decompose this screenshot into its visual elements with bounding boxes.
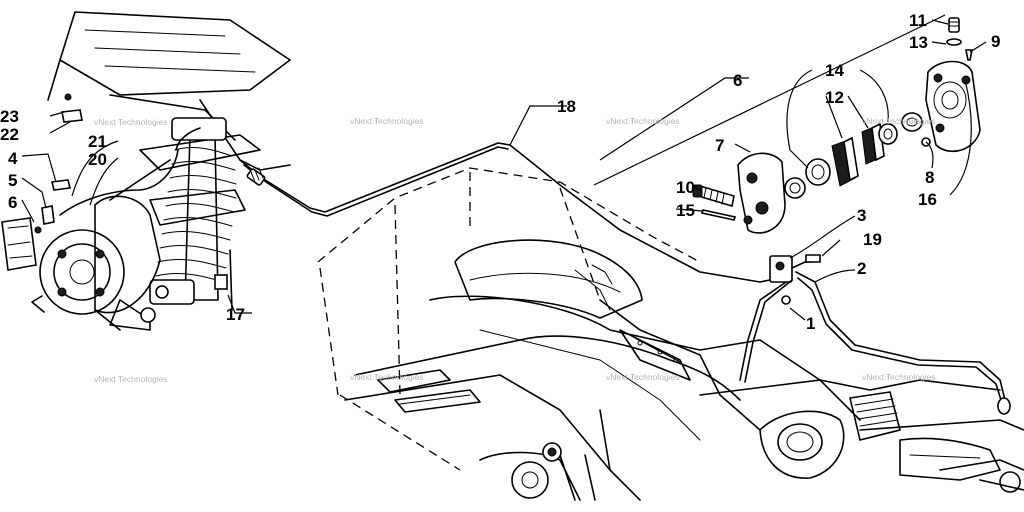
callout-13: 13 xyxy=(909,33,928,52)
callout-22: 22 xyxy=(0,125,19,144)
callout-17: 17 xyxy=(226,305,245,324)
callout-labels: 1 2 3 4 5 6 6 7 8 9 10 11 12 13 14 15 16… xyxy=(0,11,1000,333)
callout-19: 19 xyxy=(863,230,882,249)
callout-16: 16 xyxy=(918,190,937,209)
watermark-text: vNext Technologies xyxy=(94,117,168,127)
caliper-exploded xyxy=(593,14,981,234)
brake-line xyxy=(239,142,781,283)
callout-23: 23 xyxy=(0,107,19,126)
callout-21: 21 xyxy=(88,132,107,151)
callout-15: 15 xyxy=(676,201,695,220)
callout-5: 5 xyxy=(8,171,17,190)
watermark-text: vNext Technologies xyxy=(606,372,680,382)
callout-20: 20 xyxy=(88,150,107,169)
watermark-text: vNext Technologies xyxy=(350,372,424,382)
junction-block xyxy=(739,254,1011,415)
rear-suspension xyxy=(1,11,291,331)
callout-6-left: 6 xyxy=(8,193,17,212)
watermarks: vNext Technologies vNext Technologies vN… xyxy=(94,116,936,384)
watermark-text: vNext Technologies xyxy=(94,374,168,384)
watermark-text: vNext Technologies xyxy=(350,116,424,126)
callout-12: 12 xyxy=(825,88,844,107)
callout-8: 8 xyxy=(925,168,934,187)
callout-9: 9 xyxy=(991,32,1000,51)
callout-7: 7 xyxy=(715,136,724,155)
callout-2: 2 xyxy=(857,259,866,278)
callout-1: 1 xyxy=(806,314,815,333)
leader-lines xyxy=(21,19,987,321)
callout-18: 18 xyxy=(557,97,576,116)
watermark-text: vNext Technologies xyxy=(862,116,936,126)
callout-14: 14 xyxy=(825,61,844,80)
callout-10: 10 xyxy=(676,178,695,197)
watermark-text: vNext Technologies xyxy=(862,372,936,382)
callout-4: 4 xyxy=(8,149,18,168)
callout-6-group: 6 xyxy=(733,71,742,90)
callout-11: 11 xyxy=(909,11,927,30)
watermark-text: vNext Technologies xyxy=(606,116,680,126)
callout-3: 3 xyxy=(857,206,866,225)
atv-frame xyxy=(317,167,1024,501)
